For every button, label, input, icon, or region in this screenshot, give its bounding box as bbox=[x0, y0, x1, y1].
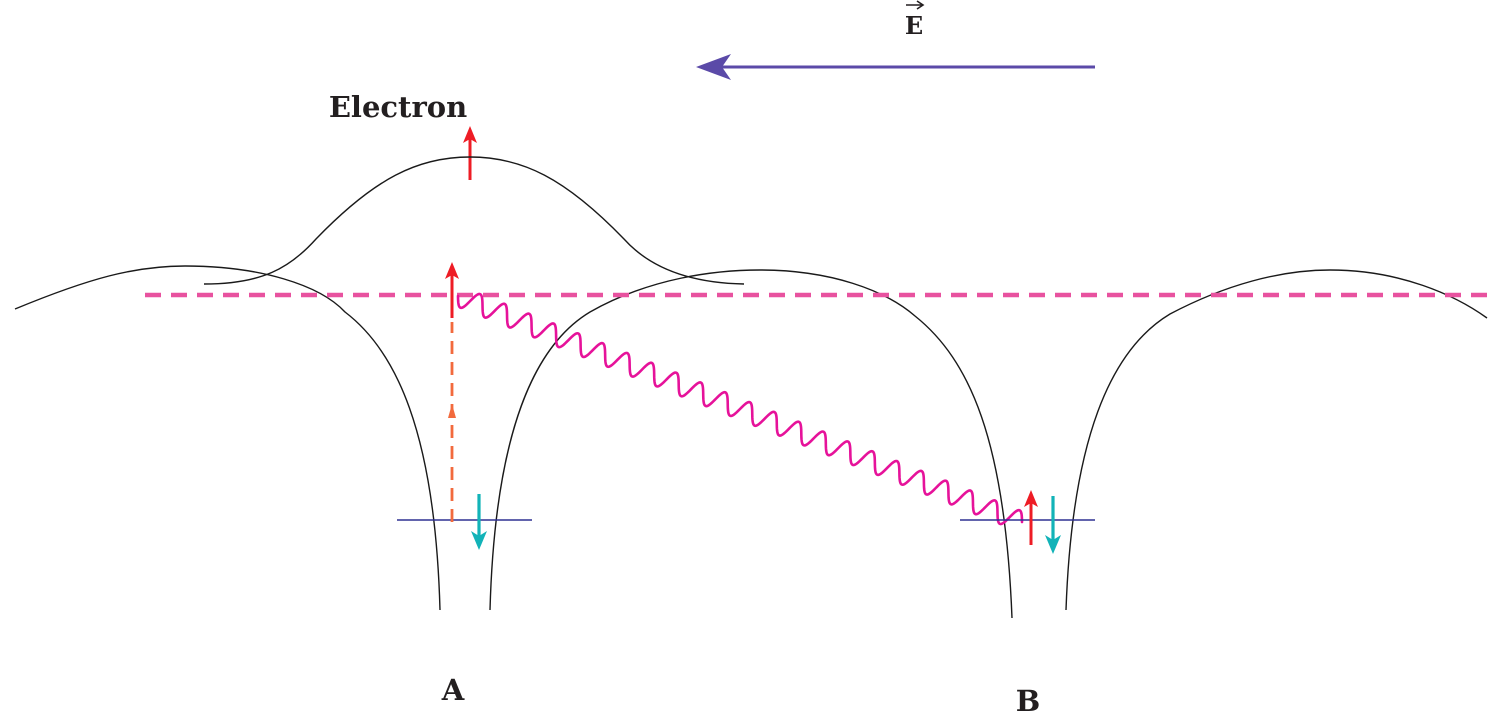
field-vector-mark-icon bbox=[906, 0, 925, 10]
excitation-arrowhead-icon bbox=[448, 404, 456, 418]
potential-curve-right-arch bbox=[1065, 269, 1488, 611]
site-a-spin-down-arrow-icon bbox=[471, 494, 487, 550]
electron-label: Electron bbox=[329, 90, 467, 124]
left-arrow-icon bbox=[696, 54, 1095, 80]
site-b-spin-up-arrow-icon bbox=[1024, 490, 1038, 545]
site-a-spin-up-arrow-icon bbox=[445, 262, 459, 318]
site-a-label: A bbox=[441, 673, 465, 707]
potential-curves bbox=[14, 265, 1488, 619]
site-b-states bbox=[960, 490, 1095, 554]
site-b-spin-down-arrow-icon bbox=[1045, 496, 1061, 554]
electron-wavefunction-curve bbox=[203, 156, 745, 285]
wavy-transition-line bbox=[456, 292, 1024, 526]
potential-curve-middle-arch bbox=[489, 269, 1013, 619]
field-label: E bbox=[905, 0, 925, 40]
site-a-states bbox=[397, 262, 532, 550]
site-b-label: B bbox=[1016, 684, 1041, 714]
electron-spin-up-arrow-icon bbox=[463, 126, 477, 180]
potential-curve-left-arch bbox=[14, 265, 441, 611]
field-label-text: E bbox=[905, 11, 923, 40]
